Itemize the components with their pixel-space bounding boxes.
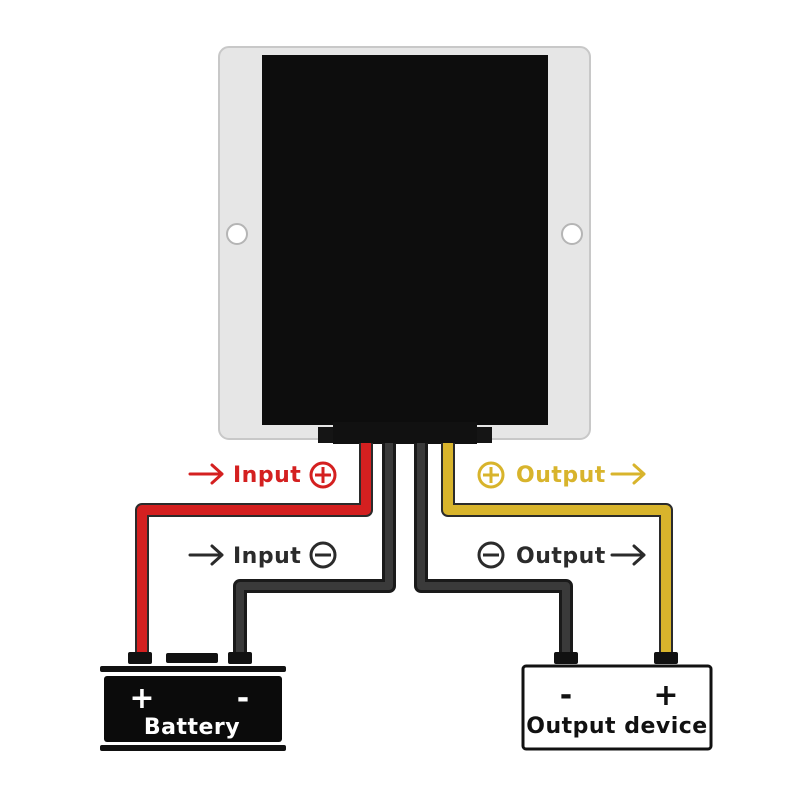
converter-module (218, 46, 591, 444)
battery-base (100, 745, 286, 751)
arrow-right-icon (610, 544, 646, 566)
wire-input-positive-core (137, 443, 371, 656)
arrow-right-icon (188, 463, 224, 485)
cable-gland (333, 422, 477, 444)
battery-plus-sign: + (129, 681, 154, 716)
input-negative-label: Input (188, 541, 337, 569)
device-terminal-negative (554, 652, 578, 664)
wire-output-positive-core (443, 443, 671, 656)
device-terminal-positive (654, 652, 678, 664)
arrow-right-icon (610, 463, 646, 485)
output-negative-label: Output (477, 541, 646, 569)
wire-output-negative-core (417, 443, 570, 656)
circled-minus-icon (477, 541, 505, 569)
battery-terminal-positive (128, 652, 152, 664)
device-minus-sign: - (560, 678, 572, 713)
device-plus-sign: + (653, 678, 678, 713)
output-positive-text: Output (516, 463, 606, 488)
wire-input-negative-core (236, 443, 393, 656)
battery-label: Battery (144, 715, 240, 740)
module-face (262, 55, 548, 425)
input-positive-text: Input (233, 463, 301, 488)
output-device-label: Output device (526, 714, 707, 739)
battery-body (104, 676, 282, 742)
mounting-hole-right (561, 223, 583, 245)
input-positive-label: Input (188, 461, 337, 489)
circled-minus-icon (309, 541, 337, 569)
battery: + - Battery (100, 652, 286, 751)
output-device: - + Output device (521, 652, 713, 751)
battery-terminal-bar (166, 653, 218, 663)
device-body (521, 664, 713, 751)
mounting-hole-left (226, 223, 248, 245)
circled-plus-icon (309, 461, 337, 489)
battery-lid (100, 666, 286, 672)
circled-plus-icon (477, 461, 505, 489)
arrow-right-icon (188, 544, 224, 566)
output-negative-text: Output (516, 544, 606, 569)
wires (135, 443, 673, 656)
output-positive-label: Output (477, 461, 646, 489)
input-negative-text: Input (233, 544, 301, 569)
battery-minus-sign: - (237, 681, 249, 716)
battery-terminal-negative (228, 652, 252, 664)
